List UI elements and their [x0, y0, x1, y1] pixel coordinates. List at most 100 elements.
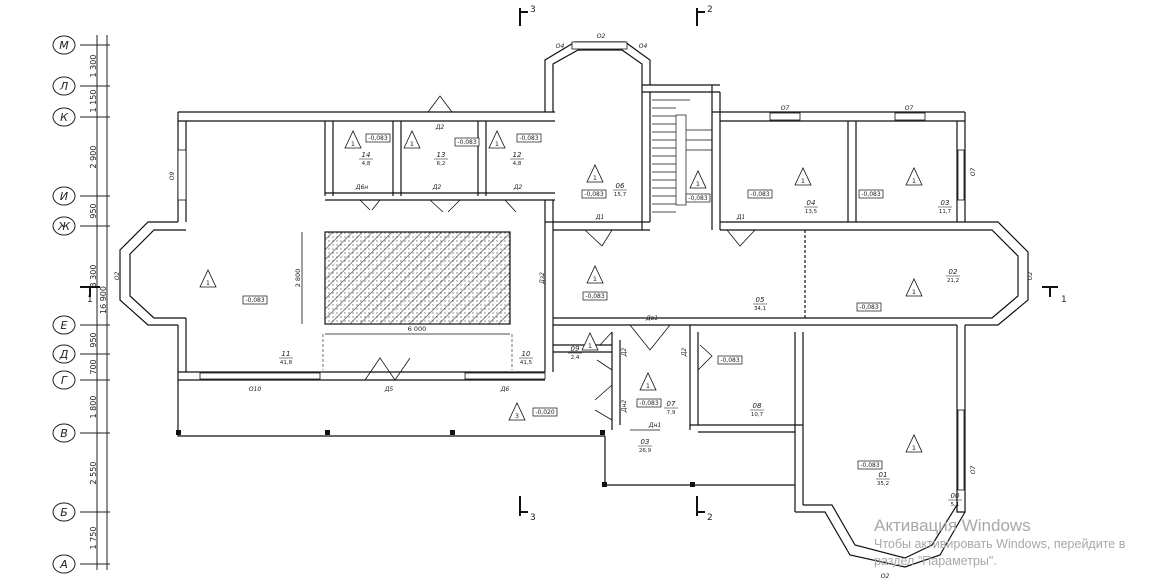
window-tag: О2 — [1027, 272, 1034, 281]
door-tag: Дн1 — [648, 422, 661, 429]
flag-number: 1 — [206, 279, 210, 287]
svg-text:03: 03 — [641, 438, 650, 446]
door-tag: Д6н — [355, 184, 369, 191]
svg-text:-0,083: -0,083 — [457, 139, 477, 146]
axis-bubble-l: Л — [52, 76, 76, 96]
window-tag: О4 — [639, 43, 648, 50]
svg-text:09: 09 — [571, 345, 580, 353]
svg-text:35,2: 35,2 — [877, 481, 889, 487]
svg-text:-0,083: -0,083 — [519, 135, 539, 142]
svg-text:6,2: 6,2 — [437, 161, 446, 167]
level-mark: -0,083 — [242, 295, 268, 305]
axis-dim: 700 — [89, 359, 98, 374]
door-tag: Д2 — [513, 184, 523, 191]
axis-bubble-zh: Ж — [52, 216, 76, 236]
door-tag: Д1 — [595, 214, 605, 221]
watermark-line-1: Чтобы активировать Windows, перейдите в — [874, 537, 1126, 551]
flag-number: 1 — [912, 444, 916, 452]
svg-text:06: 06 — [616, 182, 625, 190]
windows — [177, 41, 965, 491]
flag-number: 1 — [410, 140, 414, 148]
svg-text:2,4: 2,4 — [571, 355, 580, 361]
svg-text:08: 08 — [753, 402, 762, 410]
door-tag: Д5 — [384, 386, 394, 393]
svg-text:-0,083: -0,083 — [720, 357, 740, 364]
svg-text:-0,083: -0,083 — [584, 191, 604, 198]
axis-dim: 3 300 — [89, 265, 98, 288]
svg-text:4,8: 4,8 — [362, 161, 371, 167]
axis-dim: 1 150 — [89, 90, 98, 113]
window-tag: О9 — [169, 172, 176, 181]
door-tag: Д1 — [736, 214, 746, 221]
axis-label: Ж — [57, 220, 71, 233]
svg-text:-0,083: -0,083 — [859, 304, 879, 311]
room-label: 10 41,5 — [519, 350, 533, 366]
watermark-line-2: раздел "Параметры". — [874, 554, 997, 568]
door-tag: Дз2 — [539, 272, 546, 285]
axis-bubble-e: Е — [52, 315, 76, 335]
flag-number: 1 — [588, 342, 592, 350]
svg-text:41,5: 41,5 — [520, 360, 533, 366]
room-label: 005,1 — [948, 492, 962, 508]
column-posts — [176, 430, 695, 487]
cut-label: 1 — [87, 295, 93, 305]
opening-tags: Д2 Д6н Д2 Д2 Д1 Д1 Дв1 Дз2 Д2 Д2 Дн2 Дн1… — [114, 33, 1034, 580]
cut-label: 1 — [1061, 295, 1067, 305]
svg-text:-0,083: -0,083 — [688, 195, 708, 202]
svg-text:41,8: 41,8 — [280, 360, 293, 366]
level-mark: -0,083 — [717, 355, 743, 365]
svg-text:-0,020: -0,020 — [535, 409, 555, 416]
door-tag: Д2 — [681, 348, 688, 358]
room-label: 136,2 — [434, 151, 448, 167]
axis-bubble-i: И — [52, 186, 76, 206]
svg-text:13: 13 — [437, 151, 446, 159]
svg-text:-0,083: -0,083 — [860, 462, 880, 469]
svg-text:14: 14 — [362, 151, 371, 159]
level-mark: -0,083 — [454, 137, 480, 147]
svg-text:10: 10 — [522, 350, 531, 358]
axis-bubble-v: В — [52, 423, 76, 443]
window-tag: О7 — [970, 168, 977, 177]
flag-number: 1 — [495, 140, 499, 148]
door-tag: Д2 — [432, 184, 442, 191]
level-mark: -0,083 — [858, 189, 884, 199]
level-mark: -0,083 — [747, 189, 773, 199]
flag-number: 1 — [646, 382, 650, 390]
svg-text:10,7: 10,7 — [751, 412, 764, 418]
svg-text:34,1: 34,1 — [754, 306, 766, 312]
door-tag: Д2 — [435, 124, 445, 131]
walls — [119, 41, 1029, 568]
window-tag: О7 — [970, 466, 977, 475]
axis-label: К — [60, 111, 69, 124]
cut-label: 3 — [530, 5, 536, 15]
window-tag: О2 — [881, 573, 890, 580]
svg-text:11,7: 11,7 — [939, 209, 952, 215]
axis-label: М — [59, 39, 69, 52]
level-mark: -0,020 — [532, 407, 558, 417]
axis-bubble-m: М — [52, 35, 76, 55]
section-cut-labels: 3 3 2 2 1 1 — [87, 5, 1067, 523]
svg-text:13,5: 13,5 — [805, 209, 818, 215]
room-label: 124,8 — [510, 151, 524, 167]
flag-number: 3 — [515, 412, 519, 420]
flag-number: 1 — [801, 177, 805, 185]
axis-bubble-g: Г — [52, 370, 76, 390]
svg-text:5,1: 5,1 — [951, 502, 960, 508]
room-label: 08 10,7 — [750, 402, 764, 418]
axis-label: Д — [59, 348, 69, 361]
axis-label: Б — [60, 506, 68, 519]
axis-bubble-a: А — [52, 554, 76, 574]
axis-dim: 1 750 — [89, 527, 98, 550]
axis-dim: 1 300 — [89, 55, 98, 78]
window-tag: О7 — [781, 105, 790, 112]
level-mark: -0,083 — [582, 291, 608, 301]
axis-label: А — [59, 558, 68, 571]
